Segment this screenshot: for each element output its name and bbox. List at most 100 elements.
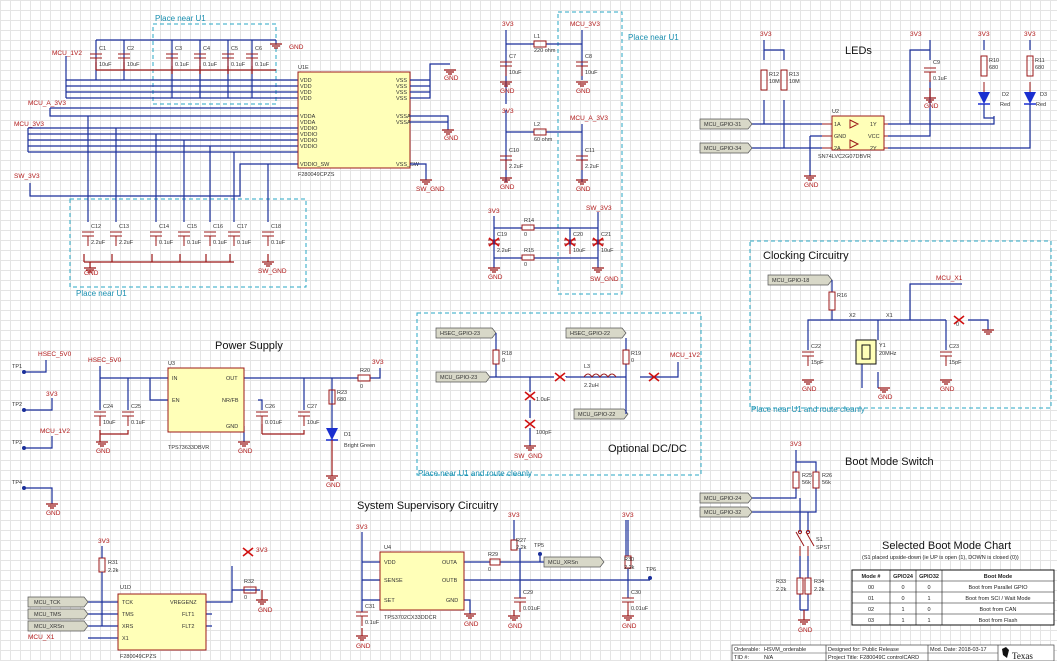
u2-pin-5: 2Y (870, 146, 877, 152)
cap-c10-val: 2.2uF (509, 164, 524, 170)
net-mcu-x1-u1d: MCU_X1 (28, 634, 55, 641)
boot-table-cell-4-1: 1 (901, 618, 904, 624)
net-3v3-r14: 3V3 (488, 208, 500, 215)
boot-table-cell-1-3: Boot from Parallel GPIO (969, 585, 1029, 591)
label-mcu-xrsn-out (543, 556, 605, 568)
cap-c26-val: 0.01uF (265, 420, 283, 426)
u1e-pin-right-3: VSS (396, 96, 407, 102)
cap-c27-val: 10uF (307, 420, 320, 426)
wire-bot-caps (87, 116, 269, 222)
net-sw-3v3-r14: SW_3V3 (586, 205, 612, 212)
gnd-label-y1: GND (878, 394, 893, 401)
u1e-ic-body (297, 71, 411, 169)
cap-c22-ref: C22 (811, 344, 821, 350)
gnd-label-c31: GND (356, 643, 371, 650)
gnd-power (96, 424, 338, 481)
cap-c27-ref: C27 (307, 404, 317, 410)
wire-top-caps (95, 39, 277, 98)
u1d-pin-right-0: VREGENZ (170, 600, 197, 606)
label-gpio23 (435, 371, 491, 383)
label-mcu-tms-text: MCU_TMS (34, 612, 62, 618)
r27-val: 2.2k (516, 545, 527, 551)
title-clocking: Clocking Circuitry (763, 250, 849, 262)
cap-c25-symbol (122, 411, 134, 426)
u2-pin-4: VCC (868, 134, 880, 140)
net-mcu-1v2-tp3: MCU_1V2 (40, 428, 70, 435)
gnd-r32 (256, 590, 268, 605)
r23-body (328, 389, 336, 405)
led-d1-symbol (326, 428, 338, 440)
u2-ic-body (831, 115, 885, 151)
boot-table-cell-3-2: 0 (927, 607, 930, 613)
net-3v3-boot: 3V3 (790, 441, 802, 448)
tp5-dot (538, 552, 542, 556)
tp6-ref: TP6 (646, 567, 656, 573)
cap-c6-ref: C6 (255, 46, 262, 52)
cap-c23-ref: C23 (949, 344, 959, 350)
tp6-dot (648, 576, 652, 580)
u2-pin-1: GND (834, 134, 846, 140)
cap-c3-ref: C3 (175, 46, 182, 52)
y1-ref: Y1 (879, 343, 886, 349)
label-mcu-tck-text: MCU_TCK (34, 600, 61, 606)
r26-ref: R26 (822, 473, 832, 479)
u1e-pin-left-6: VDDIO (300, 126, 318, 132)
r29-body (489, 558, 501, 566)
s1-ref: S1 (816, 537, 823, 543)
gnd-boot (798, 610, 810, 625)
r29-ref: R29 (488, 552, 498, 558)
l1-ref: L1 (534, 34, 540, 40)
wire-r14-r15 (493, 212, 599, 268)
cap-c15-symbol (178, 231, 190, 246)
cap-c17-val: 0.1uF (237, 240, 252, 246)
cap-c9-ref: C9 (933, 60, 940, 66)
r29-val: 0 (488, 567, 491, 573)
cap-c1-ref: C1 (99, 46, 106, 52)
r-clk-val: 0 (956, 322, 959, 328)
net-3v3-tp2: 3V3 (46, 391, 58, 398)
cap-c4-val: 0.1uF (203, 62, 218, 68)
cap-c18-symbol (262, 231, 274, 246)
cap-c21-val: 10uF (601, 248, 614, 254)
u1e-pin-right-0: VSS (396, 78, 407, 84)
tp3-ref: TP3 (12, 440, 22, 446)
led-leads (983, 82, 1031, 92)
cap-c24-val: 10uF (103, 420, 116, 426)
gnd-u2 (804, 175, 816, 181)
cap-c3-val: 0.1uF (175, 62, 190, 68)
boot-table-cell-2-3: Boot from SCI / Wait Mode (965, 596, 1030, 602)
res-r11-ref: R11 (1035, 58, 1045, 64)
cap-c7-ref: C7 (509, 54, 516, 60)
l3-val: 2.2uH (584, 383, 599, 389)
l2-val: 60 ohm (534, 137, 553, 143)
boot-table-header-0: Mode # (862, 574, 881, 580)
y1-val: 20MHz (879, 351, 897, 357)
r19-ref: R19 (631, 351, 641, 357)
cap-c13-symbol (110, 231, 122, 246)
l3-coil (583, 373, 617, 378)
u4-part: TPS3702CX33DDCR (384, 615, 437, 621)
boot-table-cell-2-0: 01 (868, 596, 874, 602)
d3-col: Red (1036, 102, 1046, 108)
wire-testpoints (24, 360, 53, 504)
gnd-sup (356, 610, 634, 641)
r26-val: 56k (822, 480, 831, 486)
dcdc-cap-a-val: 1.0uF (536, 397, 551, 403)
note-dcdc: Place near U1 and route cleanly (418, 469, 532, 478)
s1-switch[interactable] (795, 531, 815, 556)
cap-c16-symbol (204, 231, 216, 246)
x2-ref: X2 (849, 313, 856, 319)
r16-ref: R16 (837, 293, 847, 299)
cap-c11-symbol (576, 155, 588, 170)
cap-c25-val: 0.1uF (131, 420, 146, 426)
cap-c31-val: 0.1uF (365, 620, 380, 626)
net-hsec-5v0: HSEC_5V0 (88, 357, 122, 364)
cap-c4-ref: C4 (203, 46, 210, 52)
wire-l2 (505, 110, 583, 182)
title-boot: Boot Mode Switch (845, 456, 934, 468)
r19-body (622, 349, 630, 365)
u2-pin-2: 2A (834, 146, 841, 152)
r16-body (828, 291, 836, 311)
wire-vdd-bus (65, 56, 298, 99)
s1-contact-a (797, 529, 803, 535)
